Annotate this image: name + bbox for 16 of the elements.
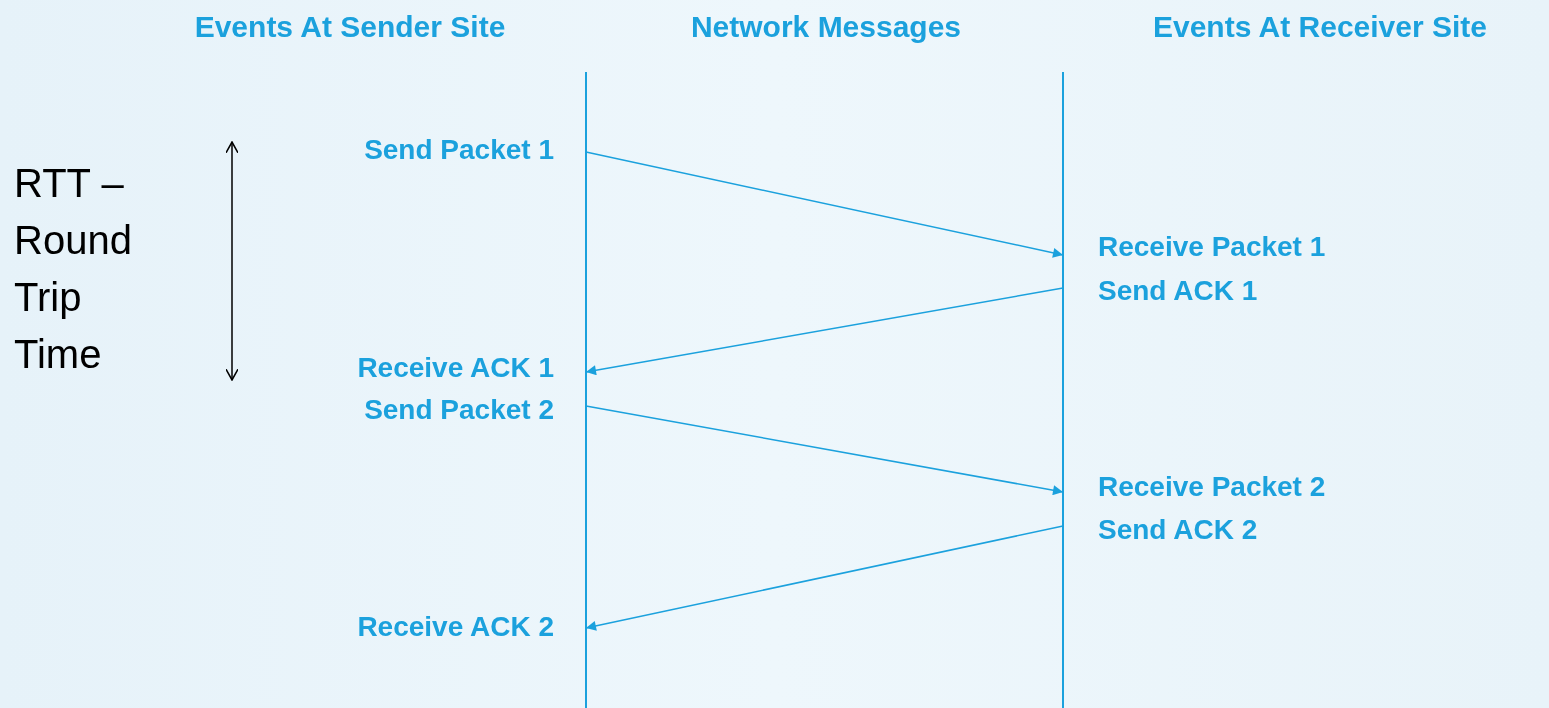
event-label: Receive ACK 1	[357, 352, 554, 383]
message-arrow	[585, 405, 1064, 496]
message-arrow	[585, 287, 1064, 376]
annotation-text: RTT – Round Trip Time	[14, 160, 133, 378]
column-heading: Events At Sender Site	[194, 9, 506, 45]
message-arrow	[585, 151, 1064, 258]
column-heading: Network Messages	[690, 9, 962, 45]
event-label: Send ACK 2	[1098, 514, 1258, 545]
event-label: Receive Packet 2	[1098, 471, 1326, 502]
message-arrow	[585, 525, 1064, 631]
event-label: Send Packet 1	[364, 134, 554, 165]
event-label: Receive ACK 2	[357, 611, 554, 642]
event-label: Send ACK 1	[1098, 275, 1258, 306]
event-label: Receive Packet 1	[1098, 231, 1326, 262]
column-heading: Events At Receiver Site	[1153, 9, 1487, 45]
event-label: Send Packet 2	[364, 394, 554, 425]
